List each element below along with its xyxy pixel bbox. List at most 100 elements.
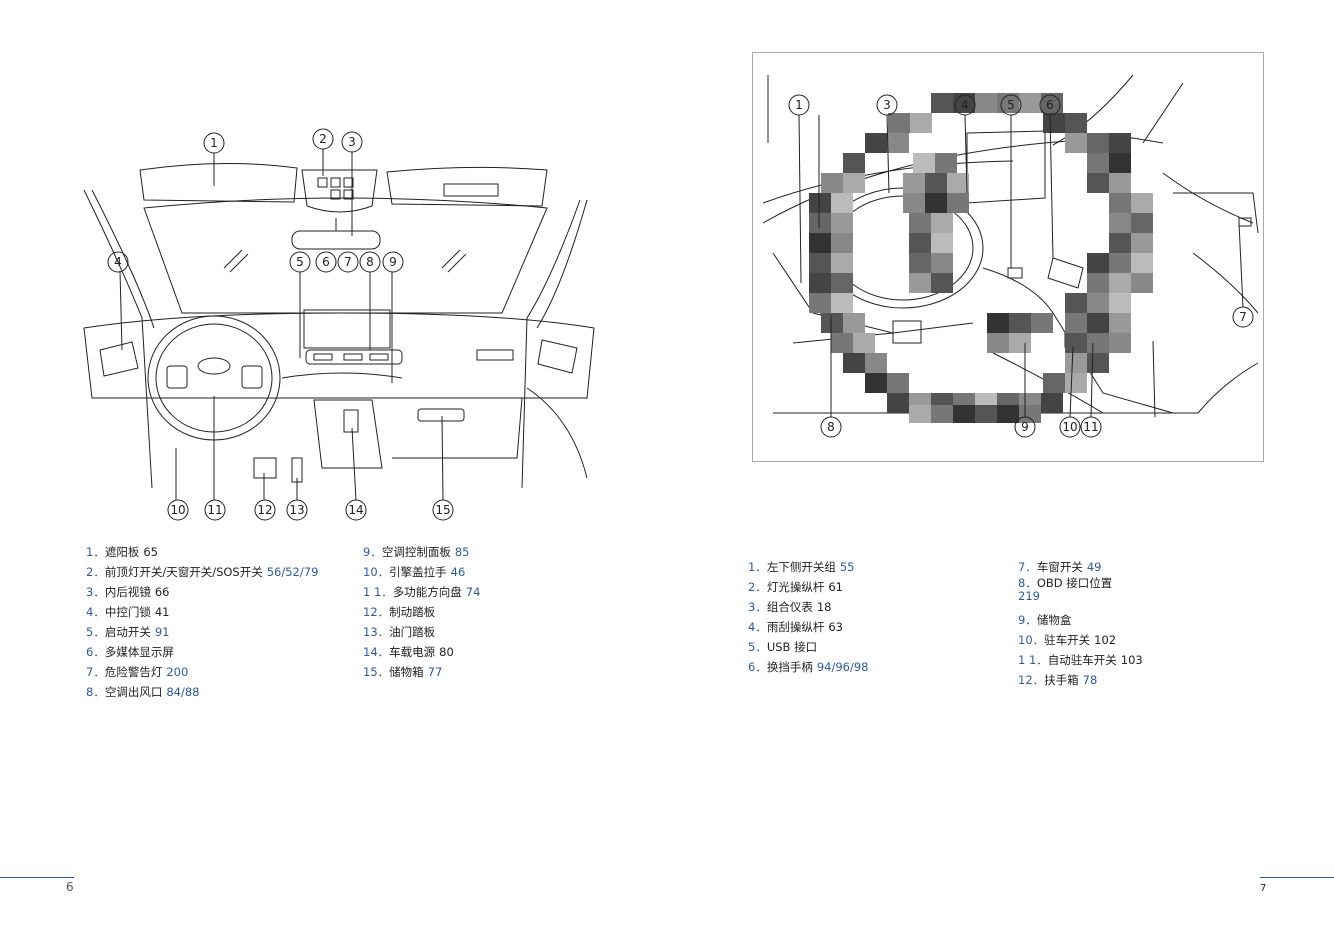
legend-number: 10． <box>363 565 390 579</box>
svg-text:4: 4 <box>114 255 122 269</box>
legend-page-ref[interactable]: 77 <box>427 665 443 679</box>
legend-page-ref[interactable]: 46 <box>450 565 466 579</box>
legend-page-ref[interactable]: 78 <box>1082 673 1098 687</box>
legend-item: 6．多媒体显示屏 <box>86 642 318 662</box>
legend-number: 3． <box>748 600 767 614</box>
legend-number: 4． <box>86 605 105 619</box>
legend-number: 5． <box>748 640 767 654</box>
legend-page-ref[interactable]: 103 <box>1120 653 1143 667</box>
callout-8: 8 <box>359 251 381 273</box>
legend-number: 1 1． <box>363 585 393 599</box>
legend-page-ref[interactable]: 66 <box>154 585 170 599</box>
legend-label: 雨刮操纵杆 <box>766 620 825 634</box>
callout-2: 2 <box>312 128 334 150</box>
legend-page-ref[interactable]: 49 <box>1086 560 1102 574</box>
center-console <box>982 267 1174 414</box>
callout-1: 1 <box>203 132 225 154</box>
callout-4: 4 <box>107 251 129 273</box>
legend-label: 制动踏板 <box>389 605 436 619</box>
svg-text:13: 13 <box>289 503 304 517</box>
svg-text:14: 14 <box>348 503 363 517</box>
legend-page-ref[interactable]: 18 <box>816 600 832 614</box>
svg-text:3: 3 <box>348 135 356 149</box>
callout-11: 11 <box>1080 416 1102 438</box>
legend-page-ref[interactable]: 91 <box>154 625 170 639</box>
legend-item: 9．储物盒 <box>1018 610 1143 630</box>
legend-page-ref[interactable]: 94/96/98 <box>816 660 869 674</box>
left-page-number: 6 <box>66 880 74 894</box>
legend-page-ref[interactable]: 80 <box>439 645 454 659</box>
legend-label: 组合仪表 <box>766 600 813 614</box>
svg-text:11: 11 <box>1083 420 1098 434</box>
legend-label: 驻车开关 <box>1044 633 1091 647</box>
legend-label: 遮阳板 <box>104 545 140 559</box>
legend-number: 1 1． <box>1018 653 1048 667</box>
legend-page-ref[interactable]: 63 <box>828 620 843 634</box>
legend-page-ref[interactable]: 41 <box>154 605 170 619</box>
legend-page-ref[interactable]: 219 <box>1018 589 1040 603</box>
legend-number: 8． <box>1018 576 1037 590</box>
pixelated-censored-area <box>809 93 1153 423</box>
callout-15: 15 <box>432 499 454 521</box>
callout-10: 10 <box>167 499 189 521</box>
glove-box <box>417 408 465 422</box>
dashboard-front-view-diagram: 1 2 3 4 5 6 7 8 9 10 11 12 13 14 15 <box>83 128 595 521</box>
left-a-pillar <box>83 189 153 489</box>
legend-label: 危险警告灯 <box>104 665 163 679</box>
legend-label: 储物盒 <box>1036 613 1072 627</box>
callout-9: 9 <box>1014 416 1036 438</box>
legend-number: 7． <box>1018 560 1037 574</box>
legend-label: 中控门锁 <box>104 605 151 619</box>
center-console <box>313 399 383 469</box>
legend-page-ref[interactable]: 84/88 <box>166 685 200 699</box>
callout-10: 10 <box>1059 416 1081 438</box>
callout-7: 7 <box>1232 306 1254 328</box>
legend-label: 车载电源 <box>389 645 436 659</box>
overhead-console <box>301 169 378 213</box>
rear-view-mirror <box>291 230 381 250</box>
legend-label: 空调出风口 <box>104 685 163 699</box>
legend-page-ref[interactable]: 200 <box>166 665 189 679</box>
legend-number: 13． <box>363 625 390 639</box>
callout-5: 5 <box>289 251 311 273</box>
callout-8: 8 <box>820 416 842 438</box>
right-air-vent <box>537 339 578 374</box>
legend-label: 油门踏板 <box>389 625 436 639</box>
legend-page-ref[interactable]: 55 <box>839 560 855 574</box>
legend-page-ref[interactable]: 61 <box>828 580 843 594</box>
legend-label: 多媒体显示屏 <box>104 645 174 659</box>
callout-3: 3 <box>876 94 898 116</box>
legend-page-ref[interactable]: 65 <box>143 545 158 559</box>
legend-page-ref[interactable]: 56/52/79 <box>266 565 319 579</box>
svg-text:10: 10 <box>1062 420 1077 434</box>
legend-label: 车窗开关 <box>1036 560 1083 574</box>
legend-page-ref[interactable]: 102 <box>1094 633 1117 647</box>
left-page-rule <box>0 877 74 878</box>
legend-number: 2． <box>86 565 105 579</box>
legend-label: 灯光操纵杆 <box>766 580 825 594</box>
svg-text:8: 8 <box>827 420 835 434</box>
legend-number: 9． <box>363 545 382 559</box>
legend-number: 12． <box>1018 673 1045 687</box>
callout-12: 12 <box>254 499 276 521</box>
legend-page-ref[interactable]: 85 <box>454 545 470 559</box>
svg-text:7: 7 <box>344 255 352 269</box>
legend-item: 5．USB 接口 <box>748 637 868 657</box>
multimedia-screen <box>966 130 1046 204</box>
legend-page-ref[interactable]: 74 <box>465 585 481 599</box>
